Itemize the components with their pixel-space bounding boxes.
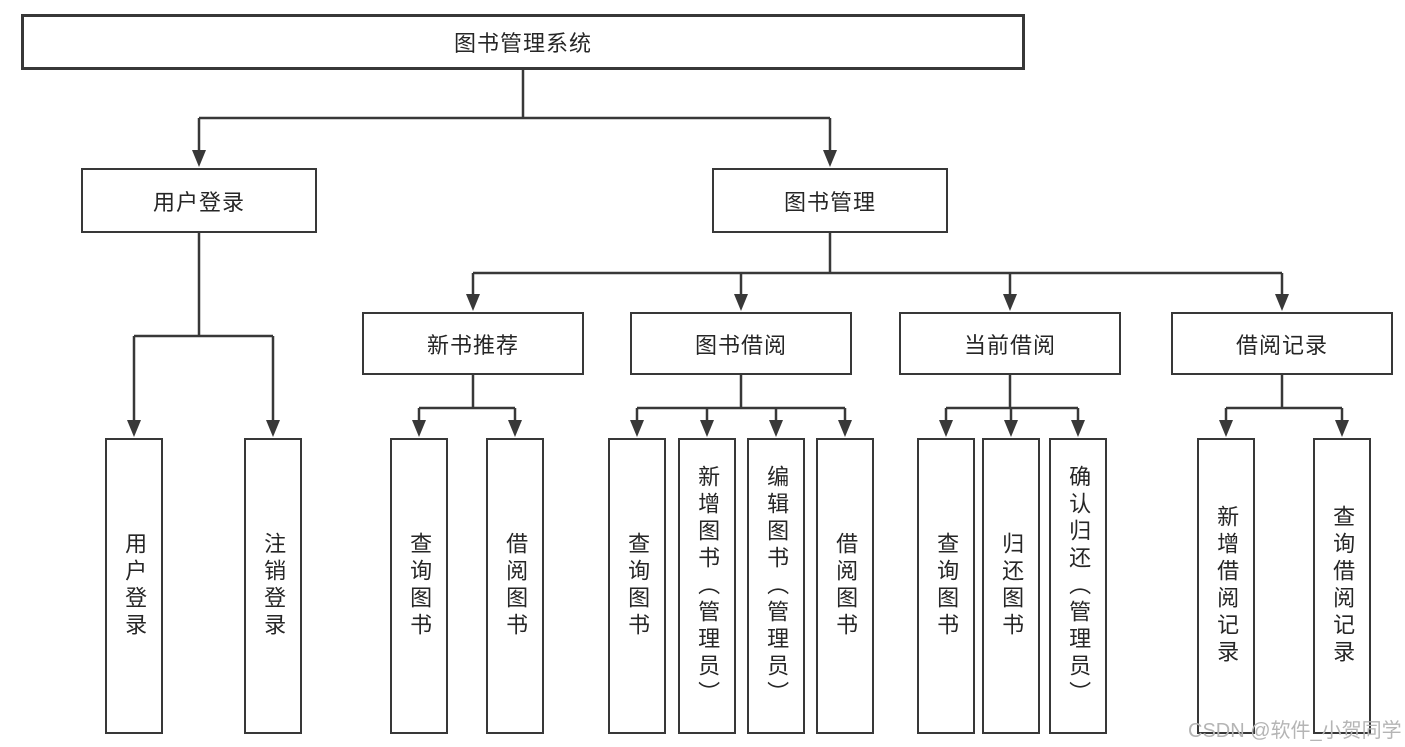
node-user-login-branch: 用户登录 <box>81 168 317 233</box>
node-user-login-branch-label: 用户登录 <box>152 189 245 215</box>
node-root: 图书管理系统 <box>21 14 1025 70</box>
node-leaf-borrow-books-1-label: 借阅图书 <box>503 532 529 640</box>
node-leaf-query-books-1-label: 查询图书 <box>407 532 433 640</box>
node-leaf-borrow-books-2-label: 借阅图书 <box>833 532 859 640</box>
node-borrow-records-label: 借阅记录 <box>1235 332 1328 358</box>
node-leaf-query-books-1: 查询图书 <box>390 438 448 734</box>
node-leaf-query-books-2: 查询图书 <box>608 438 666 734</box>
node-book-management: 图书管理 <box>712 168 948 233</box>
node-root-label: 图书管理系统 <box>453 31 592 56</box>
node-leaf-query-borrow-record: 查询借阅记录 <box>1313 438 1371 734</box>
node-leaf-query-books-3: 查询图书 <box>917 438 975 734</box>
node-leaf-borrow-books-1: 借阅图书 <box>486 438 544 734</box>
node-leaf-edit-books-admin-label: 编辑图书（管理员） <box>764 464 790 708</box>
node-leaf-return-books-label: 归还图书 <box>999 532 1025 640</box>
node-leaf-add-books-admin: 新增图书（管理员） <box>678 438 736 734</box>
node-leaf-return-books: 归还图书 <box>982 438 1040 734</box>
node-new-book-recommend-label: 新书推荐 <box>426 332 519 358</box>
watermark: CSDN @软件_小贺同学 <box>1188 720 1402 742</box>
node-leaf-confirm-return-admin-label: 确认归还（管理员） <box>1066 464 1092 708</box>
node-borrow-records: 借阅记录 <box>1171 312 1393 375</box>
arrowheads <box>127 150 1349 437</box>
node-leaf-query-books-3-label: 查询图书 <box>934 532 960 640</box>
node-leaf-query-books-2-label: 查询图书 <box>625 532 651 640</box>
node-leaf-logout-label: 注销登录 <box>261 532 287 640</box>
node-leaf-borrow-books-2: 借阅图书 <box>816 438 874 734</box>
node-book-management-label: 图书管理 <box>783 189 876 215</box>
node-leaf-query-borrow-record-label: 查询借阅记录 <box>1330 505 1356 667</box>
node-leaf-user-login: 用户登录 <box>105 438 163 734</box>
node-leaf-logout: 注销登录 <box>244 438 302 734</box>
node-leaf-confirm-return-admin: 确认归还（管理员） <box>1049 438 1107 734</box>
node-current-borrow: 当前借阅 <box>899 312 1121 375</box>
node-leaf-add-borrow-record: 新增借阅记录 <box>1197 438 1255 734</box>
node-current-borrow-label: 当前借阅 <box>963 332 1056 358</box>
node-new-book-recommend: 新书推荐 <box>362 312 584 375</box>
node-leaf-add-books-admin-label: 新增图书（管理员） <box>695 464 721 708</box>
node-book-borrow: 图书借阅 <box>630 312 852 375</box>
node-leaf-add-borrow-record-label: 新增借阅记录 <box>1214 505 1240 667</box>
node-leaf-user-login-label: 用户登录 <box>122 532 148 640</box>
node-leaf-edit-books-admin: 编辑图书（管理员） <box>747 438 805 734</box>
node-book-borrow-label: 图书借阅 <box>694 332 787 358</box>
